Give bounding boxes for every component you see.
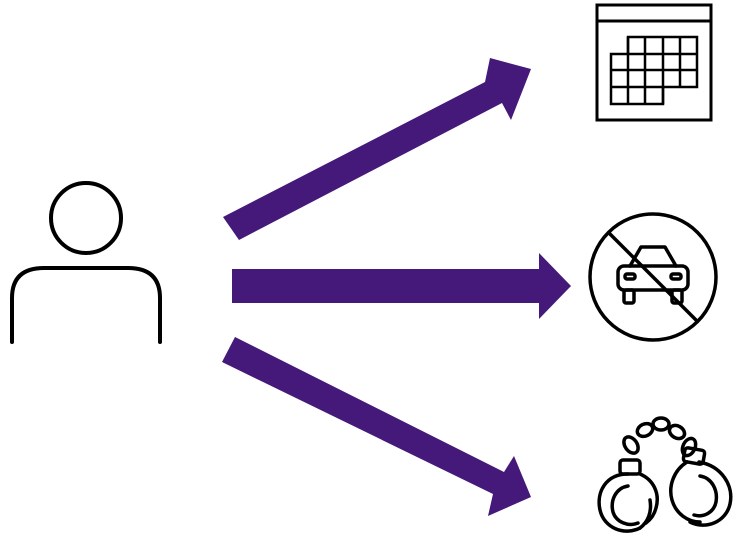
handcuff-right xyxy=(669,446,733,527)
calendar-grid xyxy=(609,35,699,106)
arrow-down-right xyxy=(222,337,531,516)
no-car-icon xyxy=(588,212,718,342)
person-shoulders xyxy=(10,266,162,344)
calendar-icon xyxy=(595,3,713,122)
person-icon xyxy=(10,181,162,344)
calendar-frame xyxy=(595,3,713,122)
person-head xyxy=(49,181,123,255)
handcuff-chain xyxy=(622,416,698,458)
prohibition-circle xyxy=(588,212,718,342)
handcuff-left xyxy=(597,458,659,533)
handcuffs-icon xyxy=(597,416,733,533)
arrows xyxy=(222,58,571,516)
arrow-right xyxy=(232,253,571,319)
car-icon xyxy=(616,245,690,305)
prohibition-slash xyxy=(607,231,699,323)
arrow-up-right xyxy=(223,58,531,240)
